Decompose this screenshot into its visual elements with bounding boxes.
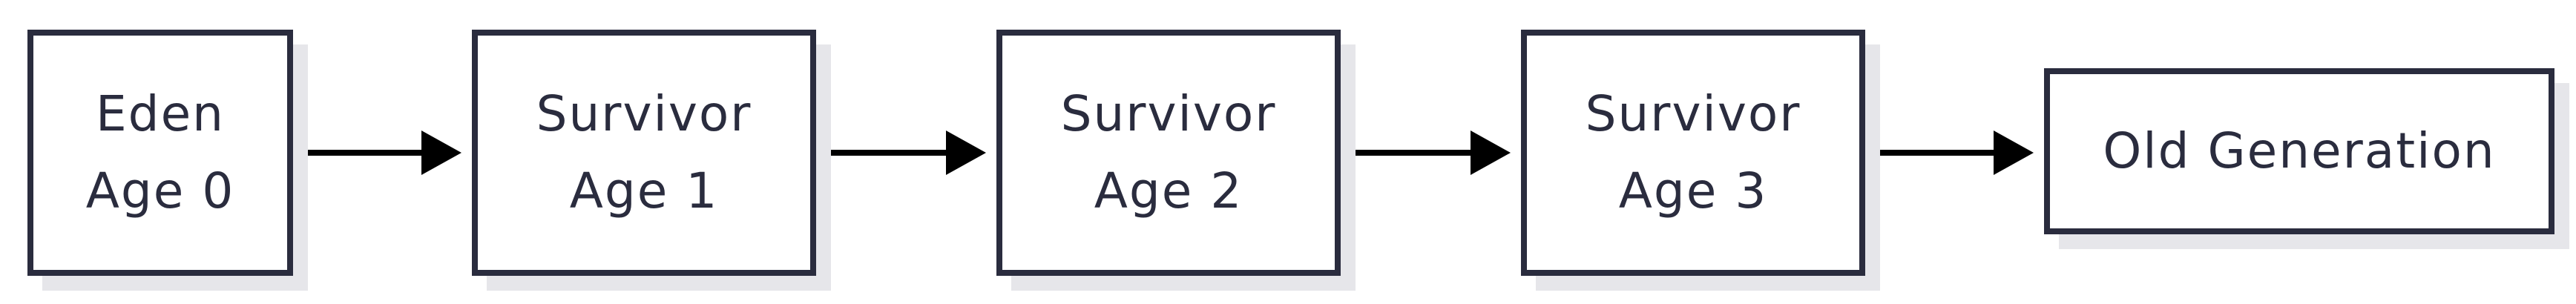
node-old-generation: Old Generation — [2044, 68, 2554, 234]
node-survivor-1-age: Age 1 — [569, 162, 719, 219]
arrowhead-icon — [1471, 130, 1511, 175]
node-survivor-3-age: Age 3 — [1618, 162, 1768, 219]
arrowhead-icon — [421, 130, 461, 175]
node-survivor-2-age: Age 2 — [1094, 162, 1243, 219]
node-survivor-2-title: Survivor — [1060, 85, 1277, 142]
arrowhead-icon — [946, 130, 986, 175]
edge-survivor-3-to-old-generation — [1865, 130, 2034, 175]
edge-survivor-1-to-survivor-2 — [816, 130, 986, 175]
edge-eden-to-survivor-1 — [293, 130, 461, 175]
node-survivor-age-2: Survivor Age 2 — [996, 30, 1341, 276]
node-eden-title: Eden — [95, 85, 226, 142]
node-survivor-age-1: Survivor Age 1 — [472, 30, 816, 276]
node-eden: Eden Age 0 — [27, 30, 293, 276]
edge-survivor-2-to-survivor-3 — [1341, 130, 1511, 175]
node-survivor-age-3: Survivor Age 3 — [1521, 30, 1865, 276]
arrowhead-icon — [1994, 130, 2034, 175]
node-survivor-3-title: Survivor — [1585, 85, 1801, 142]
node-old-generation-title: Old Generation — [2103, 122, 2496, 179]
node-survivor-1-title: Survivor — [536, 85, 752, 142]
node-eden-age: Age 0 — [85, 162, 235, 219]
